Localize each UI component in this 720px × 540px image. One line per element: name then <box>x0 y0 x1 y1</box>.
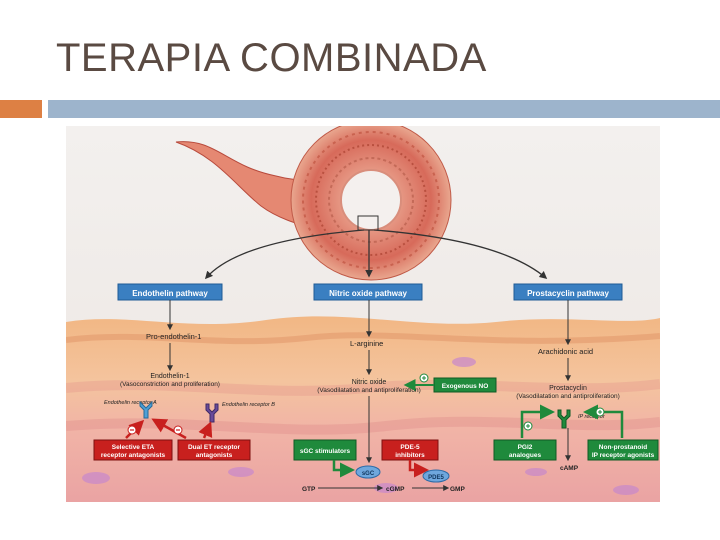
nitric-oxide-label: Nitric oxide <box>352 379 387 386</box>
receptor-a-icon <box>139 400 153 419</box>
endothelium-band <box>66 332 660 345</box>
drug-box-non-prostanoid <box>587 439 659 461</box>
drug-box-dual-et <box>177 439 251 461</box>
camp-label: cAMP <box>560 465 579 472</box>
receptor-a-label: Endothelin receptor A <box>104 400 157 406</box>
arachidonic-acid-label: Arachidonic acid <box>538 347 593 356</box>
sgc-label: sGC <box>362 471 375 477</box>
drug-box-selective-eta <box>93 439 173 461</box>
accent-bar-blue <box>48 100 720 118</box>
drug-selective-eta-line2: receptor antagonists <box>101 452 166 459</box>
pde5-label: PDE5 <box>428 475 444 481</box>
arrow-to-endothelin <box>204 229 365 280</box>
l-arginine-label: L-arginine <box>350 339 383 348</box>
drug-non-prostanoid-line1: Non-prostanoid <box>599 444 647 451</box>
pathway-diagram: Endothelin pathway Nitric oxide pathway … <box>66 126 660 502</box>
drug-dual-et-line2: antagonists <box>196 452 233 459</box>
vessel-cross-section <box>290 126 452 281</box>
smooth-muscle-band <box>66 379 660 396</box>
nitric-oxide-column: L-arginine Nitric oxide (Vasodilatation … <box>293 300 497 493</box>
pathway-box-endothelin: Endothelin pathway <box>117 283 223 301</box>
pathway-label-prostacyclin: Prostacyclin pathway <box>527 289 609 298</box>
pathway-box-nitric: Nitric oxide pathway <box>313 283 423 301</box>
drug-pgi2-line1: PGI2 <box>518 444 533 451</box>
drug-dual-et-line1: Dual ET receptor <box>188 444 240 451</box>
gtp-label: GTP <box>302 486 316 493</box>
pathway-box-prostacyclin: Prostacyclin pathway <box>513 283 623 301</box>
prostacyclin-note: (Vasodilatation and antiproliferation) <box>516 393 620 400</box>
drug-selective-eta-line1: Selective ETA <box>112 444 155 451</box>
drug-pde5-line1: PDE-5 <box>400 444 420 451</box>
ip-receptor-icon <box>557 409 571 429</box>
pathway-diagram-svg: Endothelin pathway Nitric oxide pathway … <box>66 126 660 502</box>
slide-title: TERAPIA COMBINADA <box>56 36 487 80</box>
drug-pde5-line2: inhibitors <box>395 452 425 459</box>
exogenous-no-label: Exogenous NO <box>442 383 489 390</box>
pathway-label-nitric: Nitric oxide pathway <box>329 289 407 298</box>
sgc-enzyme <box>355 465 381 479</box>
gmp-label: GMP <box>450 486 465 493</box>
arrow-to-prostacyclin <box>373 229 548 280</box>
receptor-b-icon <box>205 403 219 423</box>
pro-endothelin-label: Pro-endothelin-1 <box>146 332 201 341</box>
drug-pgi2-line2: analogues <box>509 452 542 459</box>
drug-non-prostanoid-line2: IP receptor agonists <box>592 452 655 459</box>
nitric-oxide-note: (Vasodilatation and antiproliferation) <box>317 387 421 394</box>
accent-bar-orange <box>0 100 42 118</box>
drug-sgc-stimulators-label: sGC stimulators <box>300 448 351 455</box>
receptor-b-label: Endothelin receptor B <box>222 402 275 408</box>
smooth-muscle-band-2 <box>66 416 660 435</box>
drug-box-sgc-stimulators <box>293 439 357 461</box>
prostacyclin-column: Arachidonic acid Prostacyclin (Vasodilat… <box>493 300 659 472</box>
pde5-enzyme <box>422 469 450 483</box>
cgmp-label: cGMP <box>386 486 405 493</box>
endothelin-1-note: (Vasoconstriction and proliferation) <box>120 381 220 388</box>
pathway-label-endothelin: Endothelin pathway <box>132 289 208 298</box>
endothelin-1-label: Endothelin-1 <box>150 373 189 380</box>
prostacyclin-label: Prostacyclin <box>549 385 587 392</box>
endothelin-column: Pro-endothelin-1 Endothelin-1 (Vasoconst… <box>93 300 275 461</box>
drug-box-pgi2-analogues <box>493 439 557 461</box>
